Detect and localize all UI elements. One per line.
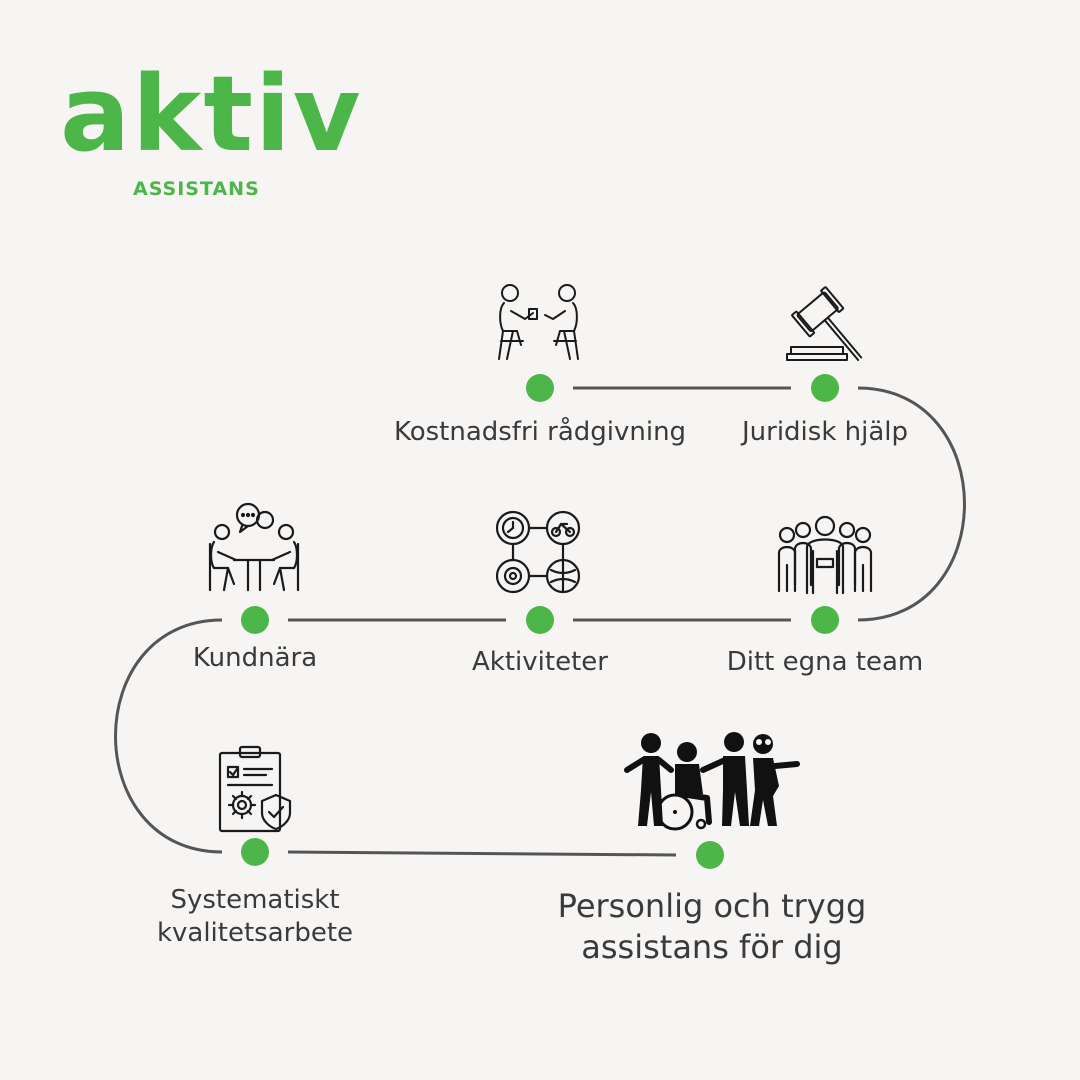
journey-path (114, 386, 966, 857)
logo-subtitle: ASSISTANS (133, 178, 260, 200)
step-node-customer (241, 606, 269, 634)
step-node-assistance (696, 841, 724, 869)
step-node-quality (241, 838, 269, 866)
step-node-team (811, 606, 839, 634)
quality-checklist-icon (218, 745, 292, 833)
team-icon (777, 515, 873, 595)
step-label-assistance: Personlig och trygg assistans för dig (557, 887, 867, 966)
step-label-consultation: Kostnadsfri rådgivning (393, 417, 687, 447)
activities-icon (495, 510, 581, 594)
step-label-quality: Systematiskt kvalitetsarbete (156, 885, 354, 948)
step-label-team: Ditt egna team (726, 647, 924, 677)
meeting-icon (208, 502, 300, 592)
step-node-legal (811, 374, 839, 402)
step-label-customer: Kundnära (192, 643, 318, 673)
logo-wordmark: aktiv (60, 53, 363, 175)
gavel-icon (786, 286, 863, 362)
step-node-activities (526, 606, 554, 634)
group-assistance-icon (624, 732, 800, 831)
step-label-activities: Aktiviteter (472, 647, 608, 677)
consultation-icon (498, 284, 579, 360)
step-node-consultation (526, 374, 554, 402)
step-label-legal: Juridisk hjälp (741, 417, 909, 447)
